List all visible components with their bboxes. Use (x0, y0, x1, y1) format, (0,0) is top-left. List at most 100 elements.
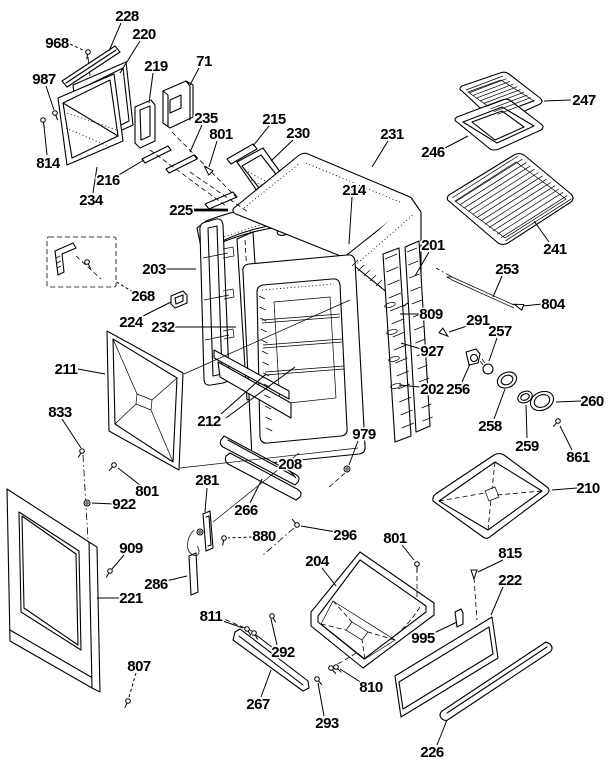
part-label-909: 909 (119, 540, 143, 557)
part-260-lens-inner (533, 394, 551, 408)
fastener-screw (414, 561, 420, 572)
hatch-line (261, 339, 268, 344)
part-label-257: 257 (488, 323, 512, 340)
hatch-line (484, 182, 551, 225)
part-label-235: 235 (194, 110, 218, 127)
hatch-line (351, 259, 359, 267)
leader-line (219, 619, 244, 629)
part-995-clip (454, 608, 464, 628)
construction-line (435, 267, 453, 278)
part-label-215: 215 (262, 111, 286, 128)
part-268-bracket-hatch (55, 255, 62, 269)
construction-line (75, 255, 102, 280)
fastener-screw (251, 630, 259, 640)
leader-line (270, 618, 278, 646)
hatch-line (399, 396, 412, 403)
part-label-214: 214 (342, 182, 367, 199)
hatch-line (417, 364, 428, 370)
part-label-256: 256 (446, 381, 470, 398)
leader-line (227, 536, 253, 539)
part-label-296: 296 (333, 527, 357, 544)
fastener-screw (124, 698, 131, 709)
fastener-screw (84, 259, 92, 269)
leader-line (488, 337, 498, 362)
oven-cavity-opening (256, 278, 348, 444)
hatch-line (369, 274, 377, 282)
construction-line (337, 651, 359, 665)
part-label-221: 221 (119, 590, 143, 607)
leader-line (371, 140, 389, 168)
leader-line (414, 251, 430, 277)
leader-line (348, 440, 359, 466)
part-210-center-emboss (484, 486, 500, 502)
part-201-side-liner-panel (404, 240, 431, 433)
hatch-line (393, 344, 407, 351)
part-label-220: 220 (132, 26, 156, 43)
leader-line (119, 40, 141, 74)
part-225-texture (213, 211, 361, 241)
part-label-815: 815 (498, 545, 522, 562)
leader-line (45, 85, 55, 111)
hatch-line (266, 427, 273, 432)
fastener-screw (85, 49, 91, 60)
hatch-line (455, 159, 523, 202)
fastener-screw (314, 676, 323, 686)
leader-line (108, 22, 122, 52)
construction-line (189, 171, 249, 213)
part-257-bulb (482, 363, 494, 375)
leader-line (490, 586, 504, 616)
hatch-line (496, 192, 564, 235)
leader-line (477, 559, 504, 573)
part-label-246: 246 (421, 144, 445, 161)
hatch-line (488, 185, 556, 228)
part-231-texture (243, 162, 403, 209)
hatch-line (472, 172, 539, 215)
part-label-286: 286 (144, 576, 168, 593)
hatch-line (260, 317, 267, 322)
part-268-bracket-detail (54, 242, 77, 276)
part-label-801: 801 (383, 530, 407, 547)
part-267-kick-rail (232, 628, 310, 692)
leader-line (91, 502, 115, 505)
part-809-rack-guides (384, 302, 402, 389)
hatch-line (490, 94, 528, 110)
part-label-801: 801 (209, 126, 233, 143)
part-281-handle-bracket (202, 510, 214, 552)
part-268-inset-box (46, 236, 117, 288)
part-260-lens-outer (529, 390, 555, 412)
part-927-liner-panel (382, 247, 412, 443)
hatch-line (408, 260, 419, 266)
part-label-226: 226 (420, 744, 444, 761)
part-208-vent-trim (219, 435, 300, 486)
leader-line (493, 388, 506, 420)
part-label-281: 281 (195, 472, 219, 489)
part-266-vent-trim (224, 452, 302, 501)
hatch-line (497, 99, 535, 115)
leader-line (117, 467, 141, 486)
hatch-line (392, 331, 405, 338)
hatch-line (422, 416, 433, 422)
leader-line (260, 669, 272, 698)
fastener-cone (438, 327, 450, 338)
part-label-810: 810 (359, 679, 383, 696)
part-label-861: 861 (566, 449, 590, 466)
part-label-260: 260 (580, 393, 604, 410)
part-label-807: 807 (127, 658, 151, 675)
leader-line (225, 366, 296, 419)
leader-line (398, 384, 421, 388)
hatch-line (260, 328, 267, 333)
part-210-drawer-rear-panel (432, 452, 550, 539)
hatch-line (411, 299, 422, 305)
leader-line (543, 99, 572, 102)
hatch-line (400, 409, 413, 416)
part-label-927: 927 (420, 343, 444, 360)
burner-box-channel (204, 191, 238, 210)
construction-line (82, 454, 89, 541)
hatch-line (421, 403, 432, 409)
hatch-line (401, 422, 415, 429)
construction-line (473, 577, 478, 621)
hatch-lines-layer (258, 75, 572, 432)
leader-line (140, 301, 172, 318)
hatch-line (384, 253, 398, 260)
hatch-line (375, 279, 383, 287)
